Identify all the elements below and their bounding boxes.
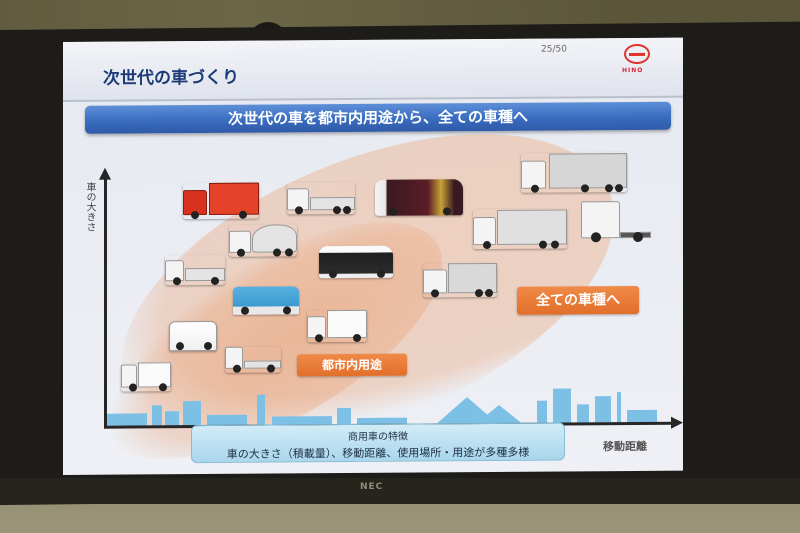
tag-urban-use: 都市内用途 xyxy=(297,353,407,377)
x-axis-arrow-icon xyxy=(671,416,683,429)
slide-header: 次世代の車づくり 25/50 HINO xyxy=(63,37,683,103)
city-bus xyxy=(233,286,299,315)
slide-title: 次世代の車づくり xyxy=(103,67,239,89)
monitor-bottom-bezel xyxy=(0,478,800,504)
slide: 次世代の車づくり 25/50 HINO 次世代の車を都市内用途から、全ての車種へ xyxy=(63,37,683,476)
monitor-brand: NEC xyxy=(360,482,384,492)
city-skyline xyxy=(107,376,667,426)
logo-text: HINO xyxy=(622,66,644,75)
page-number: 25/50 xyxy=(541,44,567,55)
fuel-cell-bus xyxy=(319,245,393,279)
dump-truck-large xyxy=(287,182,355,215)
wing-truck-large xyxy=(473,208,567,250)
headline-banner: 次世代の車を都市内用途から、全ての車種へ xyxy=(85,101,671,134)
walk-through-van xyxy=(121,362,171,392)
fire-truck xyxy=(183,182,259,220)
y-axis-arrow-icon xyxy=(99,167,111,180)
features-description: 車の大きさ（積載量）、移動距離、使用場所・用途が多種多様 xyxy=(226,445,530,461)
coach-bus xyxy=(375,179,463,216)
commercial-vehicle-features-box: 商用車の特徴 車の大きさ（積載量）、移動距離、使用場所・用途が多種多様 xyxy=(191,422,565,464)
dump-truck-medium xyxy=(165,255,225,286)
tractor-head xyxy=(581,201,651,243)
mixer-truck xyxy=(229,224,297,257)
refrigerated-truck xyxy=(307,309,367,343)
hino-logo-icon xyxy=(624,43,650,65)
flatbed-truck-light xyxy=(225,346,281,373)
features-title: 商用車の特徴 xyxy=(348,431,408,444)
y-axis xyxy=(104,176,107,427)
vehicle-diagram: 車の大きさ 移動距離 xyxy=(68,70,683,476)
full-trailer-truck xyxy=(521,152,627,193)
box-truck-medium xyxy=(423,263,497,298)
tag-all-vehicle-types: 全ての車種へ xyxy=(517,285,639,315)
small-bus xyxy=(169,320,217,352)
x-axis-label: 移動距離 xyxy=(603,439,647,454)
y-axis-label: 車の大きさ xyxy=(84,181,95,232)
hino-logo: HINO xyxy=(619,43,655,80)
